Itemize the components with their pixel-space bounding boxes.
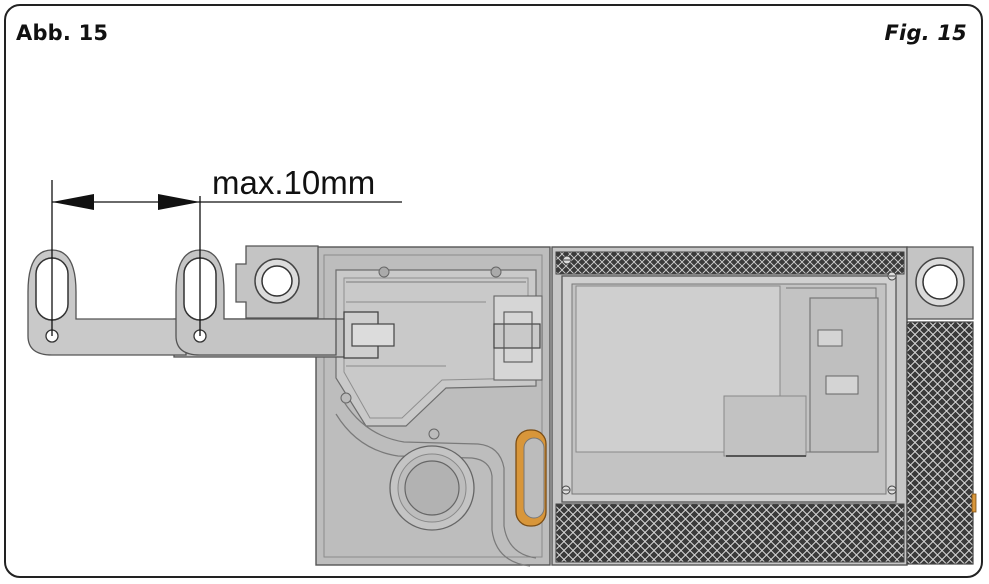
mount-ear-left xyxy=(235,245,319,319)
drawing xyxy=(27,180,977,567)
housing-left xyxy=(315,246,551,567)
figure-frame: Abb. 15 Fig. 15 max.10mm xyxy=(4,4,983,578)
dimension xyxy=(51,180,402,336)
housing-right xyxy=(551,246,977,566)
figure-label-en: Fig. 15 xyxy=(884,21,967,45)
figure-label-de: Abb. 15 xyxy=(16,21,109,45)
